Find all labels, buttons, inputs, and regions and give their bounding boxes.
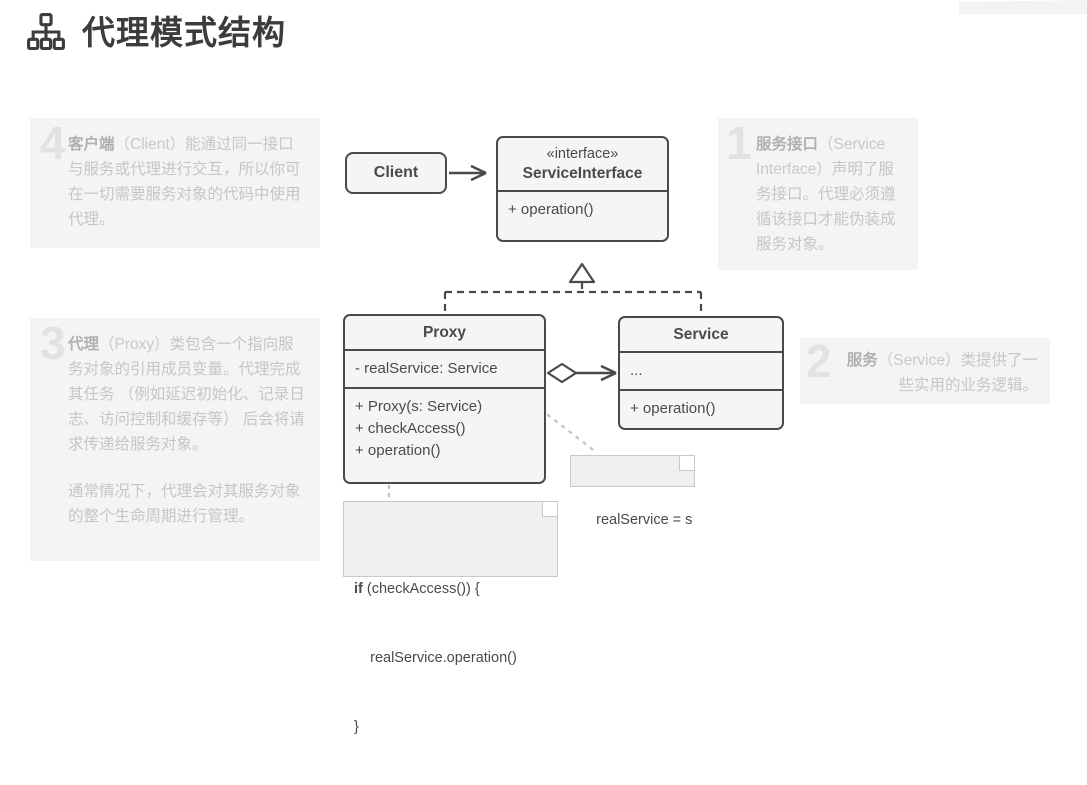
annotation-number-2: 2 <box>806 335 832 387</box>
annotation-term-3: 代理 <box>68 336 100 353</box>
top-decorative-band <box>959 0 1087 14</box>
proxy-operation-0: + Proxy(s: Service) <box>355 398 483 415</box>
proxy-operation-2: + operation() <box>355 442 441 459</box>
annotation-text-4: 能通过同一接口与服务或代理进行交互，所以你可在一切需要服务对象的代码中使用代理。 <box>68 136 301 228</box>
annotation-block-proxy: 3 代理（Proxy）类包含一个指向服务对象的引用成员变量。代理完成其任务 （例… <box>30 318 320 561</box>
service-class-name: Service <box>673 326 729 343</box>
page-header: 代理模式结构 <box>24 10 286 54</box>
service-operation-0: + operation() <box>630 400 716 417</box>
service-interface-operation-0: + operation() <box>508 201 594 218</box>
annotation-number-1: 1 <box>726 117 752 169</box>
annotation-english-3: （Proxy） <box>99 336 170 353</box>
service-interface-operations: + operation() <box>498 190 667 228</box>
annotation-block-service-interface: 1 服务接口（Service Interface）声明了服务接口。代理必须遵循该… <box>718 118 918 270</box>
service-operations: + operation() <box>620 389 782 427</box>
uml-class-service[interactable]: Service ... + operation() <box>618 316 784 430</box>
code-note-line-0: if (checkAccess()) { <box>354 578 547 601</box>
annotation-block-service: 2 服务（Service）类提供了一些实用的业务逻辑。 <box>800 338 1050 404</box>
note-fold-corner-icon <box>542 502 557 517</box>
note-fold-corner-icon <box>679 456 694 471</box>
annotation-number-4: 4 <box>40 117 66 169</box>
proxy-attribute-0: - realService: Service <box>355 360 498 377</box>
proxy-class-name: Proxy <box>422 324 467 341</box>
annotation-english-4: （Client） <box>114 136 186 153</box>
service-interface-header: «interface» ServiceInterface <box>498 138 667 190</box>
code-note-line-0-rest: (checkAccess()) { <box>362 581 480 597</box>
uml-class-proxy[interactable]: Proxy - realService: Service + Proxy(s: … <box>343 314 546 484</box>
code-keyword-if: if <box>354 581 363 597</box>
diagram-page: 代理模式结构 4 客户端（Client）能通过同一接口与服务或代理进行交互，所以… <box>24 0 1087 735</box>
annotation-block-client: 4 客户端（Client）能通过同一接口与服务或代理进行交互，所以你可在一切需要… <box>30 118 320 248</box>
service-interface-stereotype: «interface» <box>546 146 619 162</box>
annotation-english-2: （Service） <box>877 352 961 369</box>
annotation-term-4: 客户端 <box>68 136 115 153</box>
proxy-operations: + Proxy(s: Service) + checkAccess() + op… <box>345 387 544 469</box>
assignment-note-text: realService = s <box>596 512 693 528</box>
uml-class-client[interactable]: Client <box>345 152 447 194</box>
annotation-term-2: 服务 <box>846 352 878 369</box>
service-attribute-0: ... <box>630 362 643 379</box>
annotation-text-1: 声明了服务接口。代理必须遵循该接口才能伪装成服务对象。 <box>756 161 896 253</box>
annotation-number-3: 3 <box>40 317 66 369</box>
uml-class-service-interface[interactable]: «interface» ServiceInterface + operation… <box>496 136 669 242</box>
annotation-english-1: （Service Interface） <box>756 136 886 178</box>
code-note-line-2: } <box>354 719 359 735</box>
service-interface-class-name: ServiceInterface <box>522 165 643 182</box>
annotation-term-1: 服务接口 <box>756 136 819 153</box>
service-attributes: ... <box>620 351 782 389</box>
proxy-attributes: - realService: Service <box>345 349 544 387</box>
uml-note-assignment: realService = s <box>570 455 695 528</box>
page-title: 代理模式结构 <box>82 13 286 51</box>
annotation-text-2: 类提供了一些实用的业务逻辑。 <box>898 352 1038 394</box>
annotation-text-3-second: 通常情况下，代理会对其服务对象的整个生命周期进行管理。 <box>68 483 301 525</box>
annotation-text-3: 类包含一个指向服务对象的引用成员变量。代理完成其任务 （例如延迟初始化、记录日志… <box>68 336 305 453</box>
proxy-operation-1: + checkAccess() <box>355 420 466 437</box>
client-class-name: Client <box>373 164 419 181</box>
sitemap-icon <box>24 10 68 54</box>
uml-note-code: if (checkAccess()) { realService.operati… <box>343 501 558 735</box>
code-note-line-1: realService.operation() <box>354 650 517 666</box>
